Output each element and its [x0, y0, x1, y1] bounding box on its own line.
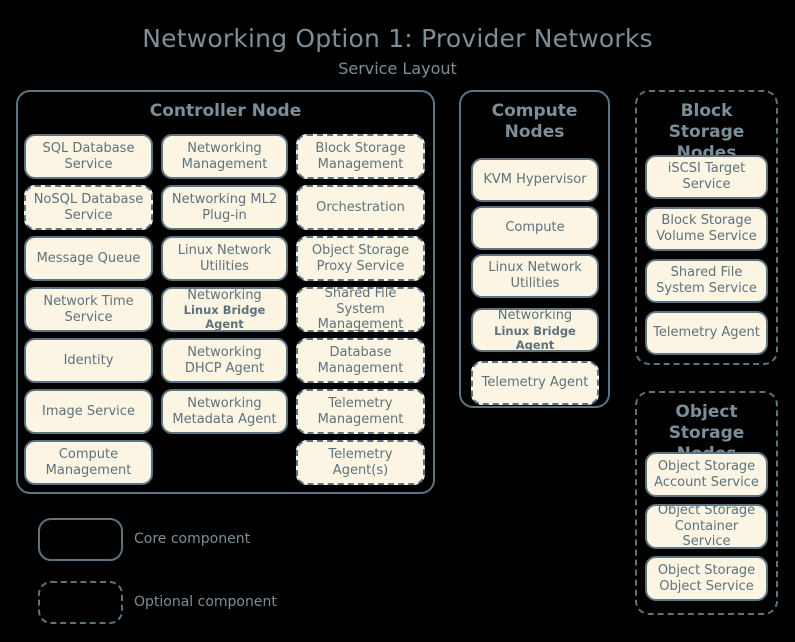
service-box-label: Block Storage Management: [315, 140, 406, 172]
service-box[interactable]: KVM Hypervisor: [471, 158, 599, 202]
legend-label-core: Core component: [134, 531, 251, 547]
service-box-label: Networking: [187, 287, 262, 303]
service-box-label: KVM Hypervisor: [483, 172, 587, 188]
service-box-label: Networking Metadata Agent: [172, 395, 277, 427]
service-box[interactable]: Block Storage Management: [296, 134, 425, 179]
service-box-label: Shared File System Service: [656, 265, 757, 296]
service-box-label: Database Management: [317, 344, 404, 376]
service-box-label: Linux Network Utilities: [177, 242, 272, 274]
service-box[interactable]: Telemetry Agent(s): [296, 440, 425, 485]
service-box[interactable]: Identity: [24, 338, 153, 383]
service-box-label: Object Storage Account Service: [654, 458, 759, 490]
service-box[interactable]: Shared File System Management: [296, 285, 425, 333]
service-box[interactable]: Telemetry Management: [296, 389, 425, 434]
service-box[interactable]: Linux Network Utilities: [161, 236, 288, 281]
service-box[interactable]: Linux Network Utilities: [471, 254, 599, 298]
service-box[interactable]: NoSQL Database Service: [24, 185, 153, 230]
service-box-label: Telemetry Agent(s): [328, 446, 393, 478]
service-box-label: Object Storage Container Service: [657, 502, 756, 550]
service-box-label: Object Storage Object Service: [657, 562, 756, 594]
service-box-label: Orchestration: [316, 199, 405, 215]
diagram-title: Networking Option 1: Provider Networks: [142, 24, 653, 53]
service-box[interactable]: Object Storage Container Service: [645, 502, 768, 550]
service-box[interactable]: iSCSI Target Service: [645, 155, 768, 199]
service-box-label: Telemetry Management: [317, 395, 404, 427]
node-title-block-storage-nodes: Block Storage Nodes: [668, 101, 745, 164]
service-box-label: NoSQL Database Service: [33, 191, 144, 223]
service-box-label: Telemetry Agent: [481, 375, 589, 391]
service-box-label: Network Time Service: [43, 293, 134, 325]
service-box[interactable]: Object Storage Proxy Service: [296, 236, 425, 281]
service-box-label: Compute Management: [45, 446, 132, 478]
legend-swatch-optional: [38, 581, 123, 624]
service-box[interactable]: Object Storage Account Service: [645, 452, 768, 497]
service-box-label: Networking: [497, 308, 573, 324]
service-box[interactable]: Networking ML2 Plug-in: [161, 185, 288, 230]
service-box[interactable]: Object Storage Object Service: [645, 556, 768, 601]
service-box[interactable]: Network Time Service: [24, 287, 153, 332]
service-box-label: Message Queue: [36, 250, 141, 266]
service-box-label: Image Service: [42, 403, 135, 419]
service-box-label: iSCSI Target Service: [667, 161, 746, 192]
service-box[interactable]: Telemetry Agent: [645, 311, 768, 355]
service-box[interactable]: Networking Metadata Agent: [161, 389, 288, 434]
service-box[interactable]: Block Storage Volume Service: [645, 207, 768, 251]
service-box[interactable]: Image Service: [24, 389, 153, 434]
service-box-label: Shared File System Management: [317, 285, 404, 333]
node-container-controller-node: Controller Node: [16, 90, 435, 494]
legend-swatch-core: [38, 518, 123, 561]
service-box-label: Linux Network Utilities: [488, 260, 582, 291]
service-box[interactable]: Compute Management: [24, 440, 153, 485]
service-box[interactable]: Shared File System Service: [645, 259, 768, 303]
service-box[interactable]: Database Management: [296, 338, 425, 383]
node-container-compute-nodes: Compute Nodes: [459, 90, 610, 408]
service-box[interactable]: Networking DHCP Agent: [161, 338, 288, 383]
service-box-label: Compute: [505, 220, 565, 236]
service-box[interactable]: Compute: [471, 206, 599, 250]
service-box-sublabel: Linux Bridge Agent: [494, 323, 576, 352]
diagram-subtitle: Service Layout: [338, 59, 457, 78]
service-box-label: SQL Database Service: [42, 140, 135, 172]
legend-label-optional: Optional component: [134, 594, 277, 610]
service-box-label: Identity: [63, 352, 114, 368]
service-box[interactable]: Networking Management: [161, 134, 288, 179]
node-title-compute-nodes: Compute Nodes: [491, 101, 578, 143]
service-box-label: Networking DHCP Agent: [184, 344, 265, 376]
service-box-label: Networking ML2 Plug-in: [171, 191, 278, 223]
service-box[interactable]: Message Queue: [24, 236, 153, 281]
service-box[interactable]: Telemetry Agent: [471, 361, 599, 405]
service-box-label: Telemetry Agent: [653, 325, 760, 341]
node-title-controller-node: Controller Node: [149, 101, 302, 121]
service-box[interactable]: SQL Database Service: [24, 134, 153, 179]
service-box-label: Networking Management: [181, 140, 268, 172]
service-box-sublabel: Linux Bridge Agent: [183, 303, 266, 332]
service-box-label: Object Storage Proxy Service: [311, 242, 410, 274]
service-box[interactable]: Orchestration: [296, 185, 425, 230]
service-box-label: Block Storage Volume Service: [656, 213, 757, 244]
